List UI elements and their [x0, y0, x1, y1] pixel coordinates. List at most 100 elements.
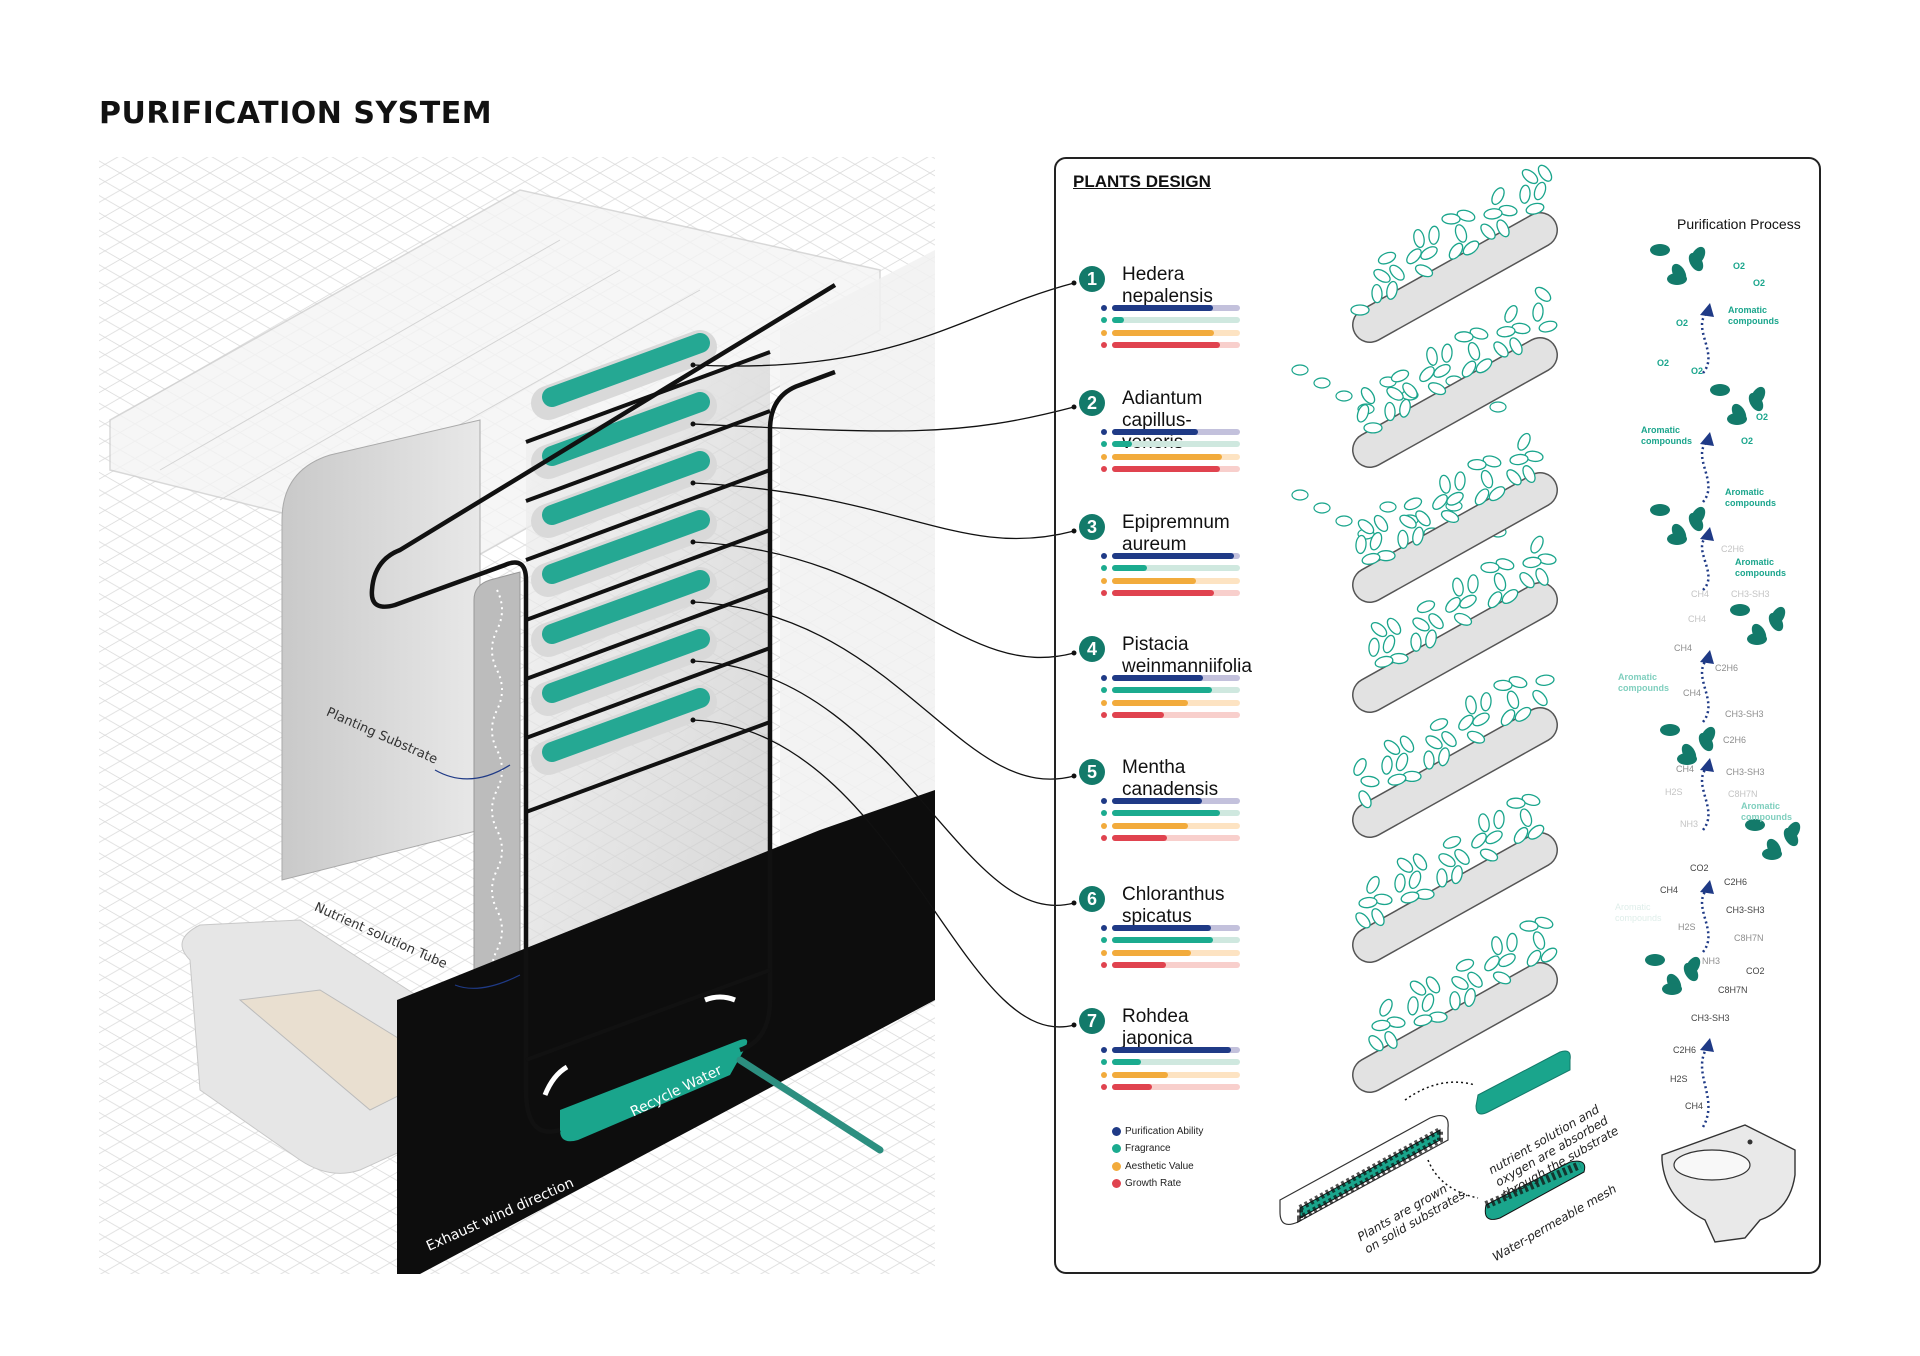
leaf-icon [1534, 286, 1552, 302]
leaf-icon [1455, 958, 1475, 972]
leader-lines [692, 280, 1077, 1028]
leaf-icon [1492, 971, 1512, 985]
rating-dot [1101, 577, 1107, 584]
formula-label: Aromatic compounds [1615, 902, 1662, 923]
rating-bar-growth-rate [1112, 465, 1240, 472]
leaf-icon [1683, 962, 1699, 982]
plant-name: Epipremnum aureum [1122, 512, 1230, 555]
leader-line [692, 719, 1075, 1028]
rating-bar-purification-ability [1112, 675, 1240, 681]
leaf-icon [1371, 908, 1385, 927]
leaf-icon [1461, 360, 1477, 378]
formula-label: CH3-SH3 [1725, 709, 1764, 719]
leaf-icon [1456, 209, 1476, 222]
leaf-icon [1506, 690, 1520, 710]
leaf-icon [1399, 398, 1411, 418]
leaf-icon [1491, 187, 1505, 206]
leaf-icon [1480, 223, 1496, 240]
plant-name: Mentha canadensis [1122, 757, 1219, 800]
tray-substrate [542, 333, 710, 407]
leaf-icon [1650, 244, 1670, 256]
leaf-icon [1291, 364, 1309, 376]
leaf-icon [1532, 931, 1546, 950]
leader-line [692, 282, 1075, 367]
leaf-icon [1467, 341, 1481, 361]
leaf-icon [1412, 617, 1430, 632]
leaf-icon [1407, 996, 1419, 1016]
formula-label: CH3-SH3 [1726, 767, 1765, 777]
formula-label: CH4 [1691, 589, 1710, 599]
leader-dot [1071, 773, 1077, 779]
rating-dot [1101, 961, 1107, 968]
leaf-icon [1493, 572, 1507, 592]
leaf-icon [1480, 469, 1494, 489]
leaf-icon [1480, 692, 1492, 712]
leaf-icon [1534, 916, 1554, 929]
rating-bar-growth-rate [1112, 1083, 1240, 1090]
rating-dot [1101, 329, 1107, 336]
formula-label: C2H6 [1673, 1045, 1697, 1055]
formula-label: CH4 [1674, 643, 1693, 653]
leaf-icon [1436, 868, 1448, 888]
frame-right-edge [767, 369, 836, 1000]
leaf-icon [1371, 284, 1383, 304]
rating-dot [1101, 465, 1107, 472]
purification-process-leaves [1645, 244, 1801, 995]
rating-dot [1101, 687, 1107, 694]
leaf-icon [1360, 775, 1380, 788]
arrow-head-icon [1700, 303, 1714, 317]
leaf-icon [1410, 632, 1422, 652]
rating-bar-fill [1112, 441, 1133, 448]
leaf-icon [1472, 712, 1490, 727]
dotted-arrow [1700, 887, 1710, 953]
leaf-icon [1748, 392, 1764, 412]
leaf-icon [1373, 514, 1389, 533]
rating-bar-growth-rate [1112, 834, 1240, 841]
leaf-icon [1452, 577, 1464, 597]
rating-bar-fill [1112, 329, 1215, 336]
leaf-icon [1454, 471, 1466, 491]
planting-substrate-column [473, 571, 521, 1066]
leaf-icon [1451, 975, 1469, 991]
leaf-icon [1467, 574, 1479, 594]
formula-label: Aromatic compounds [1641, 425, 1692, 446]
rating-dot [1101, 711, 1107, 718]
leaf-icon [1454, 224, 1468, 243]
leaf-icon [1355, 534, 1367, 555]
planter-illustration [1352, 793, 1558, 963]
leaf-icon [1522, 556, 1542, 569]
formula-label: CO2 [1746, 966, 1765, 976]
arrow-head-icon [1700, 650, 1714, 664]
dotted-arrow [1700, 657, 1710, 723]
rating-bar-aesthetic-value [1112, 577, 1240, 584]
rating-bar-purification-ability [1112, 553, 1240, 559]
formula-label: Aromatic compounds [1735, 557, 1786, 578]
leaf-icon [1445, 596, 1461, 613]
leaf-icon [1537, 164, 1553, 182]
leaf-icon [1526, 949, 1542, 967]
legend-label: Aesthetic Value [1125, 1160, 1194, 1172]
leaf-icon [1413, 1014, 1433, 1027]
planter-illustration [1291, 286, 1558, 540]
rating-bar-purification-ability [1112, 925, 1240, 931]
leaf-icon [1662, 983, 1682, 995]
rating-dot [1101, 589, 1107, 596]
leader-dot [1071, 404, 1077, 410]
rating-dot [1101, 553, 1107, 559]
rating-bar-fragrance [1112, 441, 1240, 448]
leaf-icon [1416, 600, 1436, 614]
rating-dot [1101, 341, 1107, 348]
formula-label: CH3-SH3 [1726, 905, 1765, 915]
nutrient-flow-arrows [491, 589, 503, 1031]
leaf-icon [1390, 369, 1410, 383]
legend-label: Purification Ability [1125, 1126, 1204, 1137]
formula-label: O2 [1676, 318, 1689, 328]
exhaust-arrow-icon [542, 1064, 569, 1096]
leaf-icon [1467, 458, 1487, 471]
plant-illustrations [1291, 164, 1558, 1093]
page-title: PURIFICATION SYSTEM [99, 96, 493, 131]
rating-dot [1101, 565, 1107, 572]
leaf-icon [1389, 264, 1405, 281]
leaf-icon [1415, 510, 1431, 527]
leaf-icon [1369, 531, 1383, 551]
